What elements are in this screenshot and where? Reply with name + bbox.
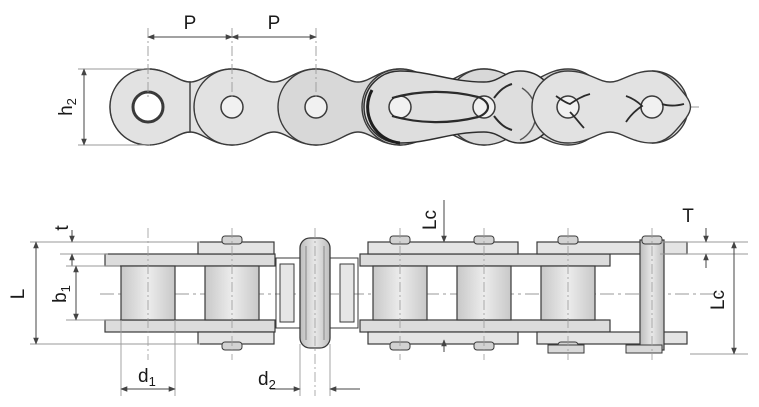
plate-height-label: h2 xyxy=(56,98,79,116)
cotter-clip xyxy=(661,103,685,107)
pin-head xyxy=(388,95,412,119)
pitch-label: P xyxy=(268,13,281,34)
chain-side-view xyxy=(109,68,700,146)
pin-head xyxy=(472,95,496,119)
overall-width-label: L xyxy=(8,289,29,300)
inner-plate-top xyxy=(104,253,276,267)
plate-thickness-dimension-left: t xyxy=(52,225,108,266)
pin-head xyxy=(220,95,244,119)
connecting-link-width-label-right: Lc xyxy=(708,290,729,310)
roller xyxy=(120,265,176,321)
pin-head xyxy=(304,95,328,119)
inner-plate-bottom xyxy=(359,319,611,333)
pin-head xyxy=(640,95,664,119)
plate-thickness-label-left: t xyxy=(52,225,73,231)
roller xyxy=(456,265,512,321)
cotter-clip xyxy=(555,93,591,105)
roller xyxy=(372,265,428,321)
roller-diameter-label: d1 xyxy=(138,366,156,389)
plate-thickness-label-right: T xyxy=(682,206,694,227)
pitch-dimensions: P P xyxy=(147,13,317,98)
spring-clip-tail xyxy=(493,115,513,131)
outer-link-plate-end xyxy=(651,70,692,144)
chain-plan-view xyxy=(100,228,720,396)
spring-clip xyxy=(391,90,490,124)
inner-plate-bottom xyxy=(104,319,276,333)
connecting-link-shadow xyxy=(366,89,401,145)
cotter-pin xyxy=(547,344,585,354)
outer-link-plate xyxy=(363,70,557,144)
connecting-link-width-label-top: Lc xyxy=(420,210,441,230)
cotter-clip xyxy=(569,111,585,129)
roller xyxy=(540,265,596,321)
spring-clip-tail xyxy=(493,83,513,99)
plate-thickness-dimension-right: T xyxy=(660,206,748,268)
connecting-link-width-dimension-right: Lc xyxy=(690,241,748,355)
overall-width-dimension: L xyxy=(8,241,200,345)
connecting-link-width-dimension-top: Lc xyxy=(420,200,447,352)
inner-width-dimension: b1 xyxy=(50,265,120,321)
outer-plate-bottom xyxy=(367,331,519,345)
inner-plate-top xyxy=(359,253,611,267)
outer-plate-top xyxy=(367,241,519,255)
cotter-pin xyxy=(625,344,663,354)
bushing xyxy=(339,263,355,323)
pin-diameter-label: d2 xyxy=(258,369,276,392)
pitch-label: P xyxy=(184,13,197,34)
roller-diameter-dimension: d1 xyxy=(120,320,176,396)
cotter-clip xyxy=(625,95,644,123)
plate-height-dimension: h2 xyxy=(56,68,150,146)
pin-diameter-dimension: d2 xyxy=(258,344,360,396)
inner-width-label: b1 xyxy=(50,285,73,303)
bushing xyxy=(279,263,295,323)
roller xyxy=(204,265,260,321)
